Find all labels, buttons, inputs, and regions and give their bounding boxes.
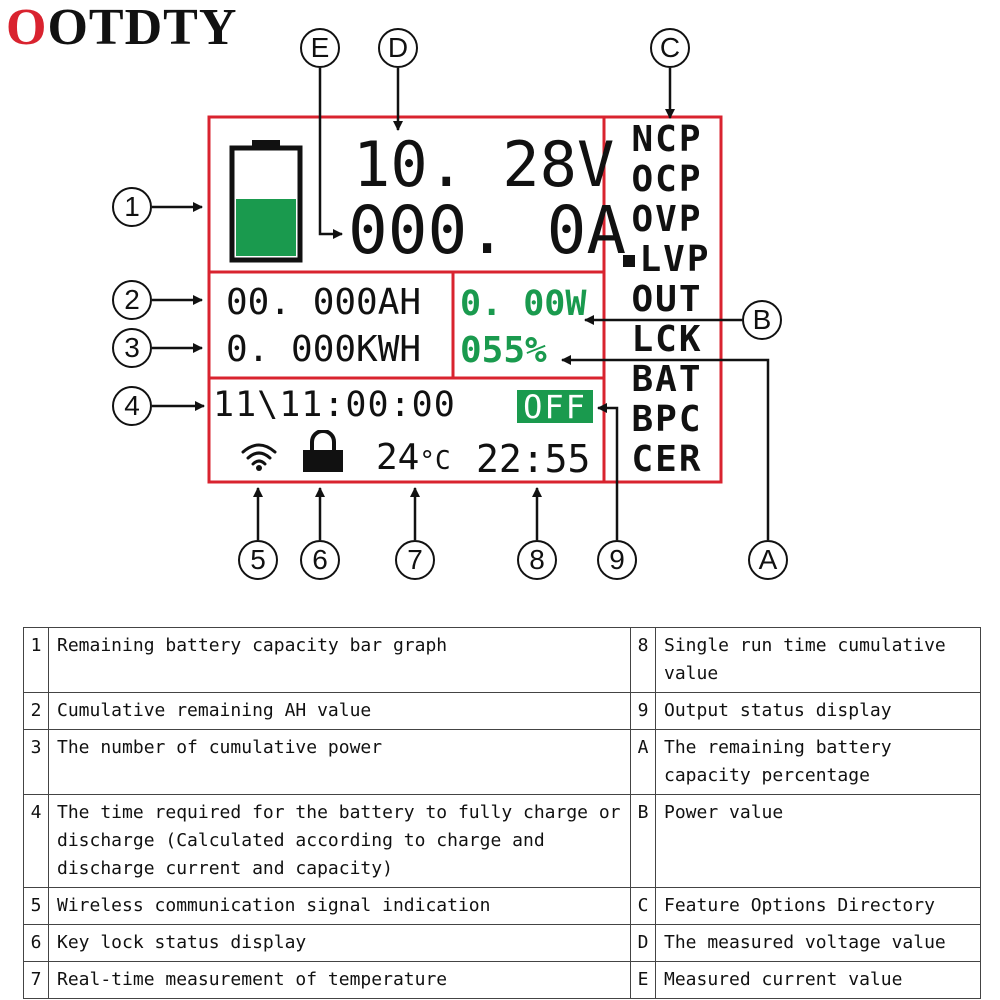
lcd-frame xyxy=(207,115,723,484)
battery-icon xyxy=(229,140,303,263)
legend-text: Single run time cumulative value xyxy=(655,627,981,693)
legend-key: 2 xyxy=(23,692,49,730)
legend-key: 4 xyxy=(23,794,49,888)
legend-text: Power value xyxy=(655,794,981,888)
key-lock-icon xyxy=(303,430,343,472)
legend-key: 8 xyxy=(630,627,656,693)
selection-marker-icon xyxy=(623,255,636,267)
kwh-readout: 0. 000KWH xyxy=(226,329,422,370)
legend-key: E xyxy=(630,961,656,999)
legend-text: Output status display xyxy=(655,692,981,730)
legend-key: C xyxy=(630,887,656,925)
legend-text: Remaining battery capacity bar graph xyxy=(48,627,631,693)
ah-readout: 00. 000AH xyxy=(226,282,422,323)
menu-item-label: LVP xyxy=(639,239,711,280)
callout-8: 8 xyxy=(517,540,557,580)
legend-text: Feature Options Directory xyxy=(655,887,981,925)
menu-item-label: OVP xyxy=(631,199,703,240)
legend-text: The remaining battery capacity percentag… xyxy=(655,729,981,795)
callout-9: 9 xyxy=(597,540,637,580)
callout-7: 7 xyxy=(395,540,435,580)
legend-key: D xyxy=(630,924,656,962)
menu-item-label: NCP xyxy=(631,119,703,160)
menu-item-label: OCP xyxy=(631,159,703,200)
callout-d: D xyxy=(378,28,418,68)
legend-text: Measured current value xyxy=(655,961,981,999)
callout-4: 4 xyxy=(112,386,152,426)
legend-text: The measured voltage value xyxy=(655,924,981,962)
diagram-lines xyxy=(152,68,770,540)
callout-5: 5 xyxy=(238,540,278,580)
menu-item-out: OUT xyxy=(631,280,702,320)
legend-key: B xyxy=(630,794,656,888)
wifi-signal-icon xyxy=(241,443,277,471)
callout-1: 1 xyxy=(112,187,152,227)
legend-key: 6 xyxy=(23,924,49,962)
legend-text: Cumulative remaining AH value xyxy=(48,692,631,730)
temperature-value: 24 xyxy=(376,437,420,478)
current-readout: 000. 0A xyxy=(348,192,627,269)
temperature-readout: 24°C xyxy=(376,440,451,476)
callout-e: E xyxy=(300,28,340,68)
callout-a: A xyxy=(748,540,788,580)
voltage-readout: 10. 28V xyxy=(353,128,615,201)
menu-item-ovp: OVP xyxy=(631,200,702,240)
power-readout: 0. 00W xyxy=(460,284,587,324)
menu-item-lvp: LVP xyxy=(623,240,710,280)
legend-key: 5 xyxy=(23,887,49,925)
menu-item-ncp: NCP xyxy=(631,120,702,160)
legend-key: 7 xyxy=(23,961,49,999)
menu-item-cer: CER xyxy=(631,440,702,480)
legend-text: Wireless communication signal indication xyxy=(48,887,631,925)
battery-level-fill xyxy=(236,199,296,256)
legend-key: 9 xyxy=(630,692,656,730)
logo-first-letter: O xyxy=(6,0,48,56)
menu-item-label: LCK xyxy=(631,319,703,360)
menu-item-label: BPC xyxy=(631,399,703,440)
temperature-unit: °C xyxy=(419,446,451,476)
legend-text: Real-time measurement of temperature xyxy=(48,961,631,999)
menu-item-label: BAT xyxy=(631,359,703,400)
legend-key: 3 xyxy=(23,729,49,795)
charge-time-readout: 11\11:00:00 xyxy=(213,385,456,425)
callout-3: 3 xyxy=(112,328,152,368)
legend-text: The time required for the battery to ful… xyxy=(48,794,631,888)
menu-item-label: CER xyxy=(631,439,703,480)
percent-readout: 055% xyxy=(460,330,547,371)
brand-logo: OOTDTY xyxy=(6,0,237,56)
menu-item-bpc: BPC xyxy=(631,400,702,440)
callout-b: B xyxy=(742,300,782,340)
logo-rest: OTDTY xyxy=(47,0,238,56)
callout-2: 2 xyxy=(112,280,152,320)
output-status-badge: OFF xyxy=(517,388,593,426)
legend-key: 1 xyxy=(23,627,49,693)
menu-item-lck: LCK xyxy=(631,320,702,360)
clock-readout: 22:55 xyxy=(476,437,591,481)
callout-c: C xyxy=(650,28,690,68)
legend-text: Key lock status display xyxy=(48,924,631,962)
menu-item-label: OUT xyxy=(631,279,703,320)
legend-key: A xyxy=(630,729,656,795)
legend-text: The number of cumulative power xyxy=(48,729,631,795)
menu-item-ocp: OCP xyxy=(631,160,702,200)
menu-item-bat: BAT xyxy=(631,360,702,400)
callout-arrows xyxy=(152,68,770,540)
callout-6: 6 xyxy=(300,540,340,580)
